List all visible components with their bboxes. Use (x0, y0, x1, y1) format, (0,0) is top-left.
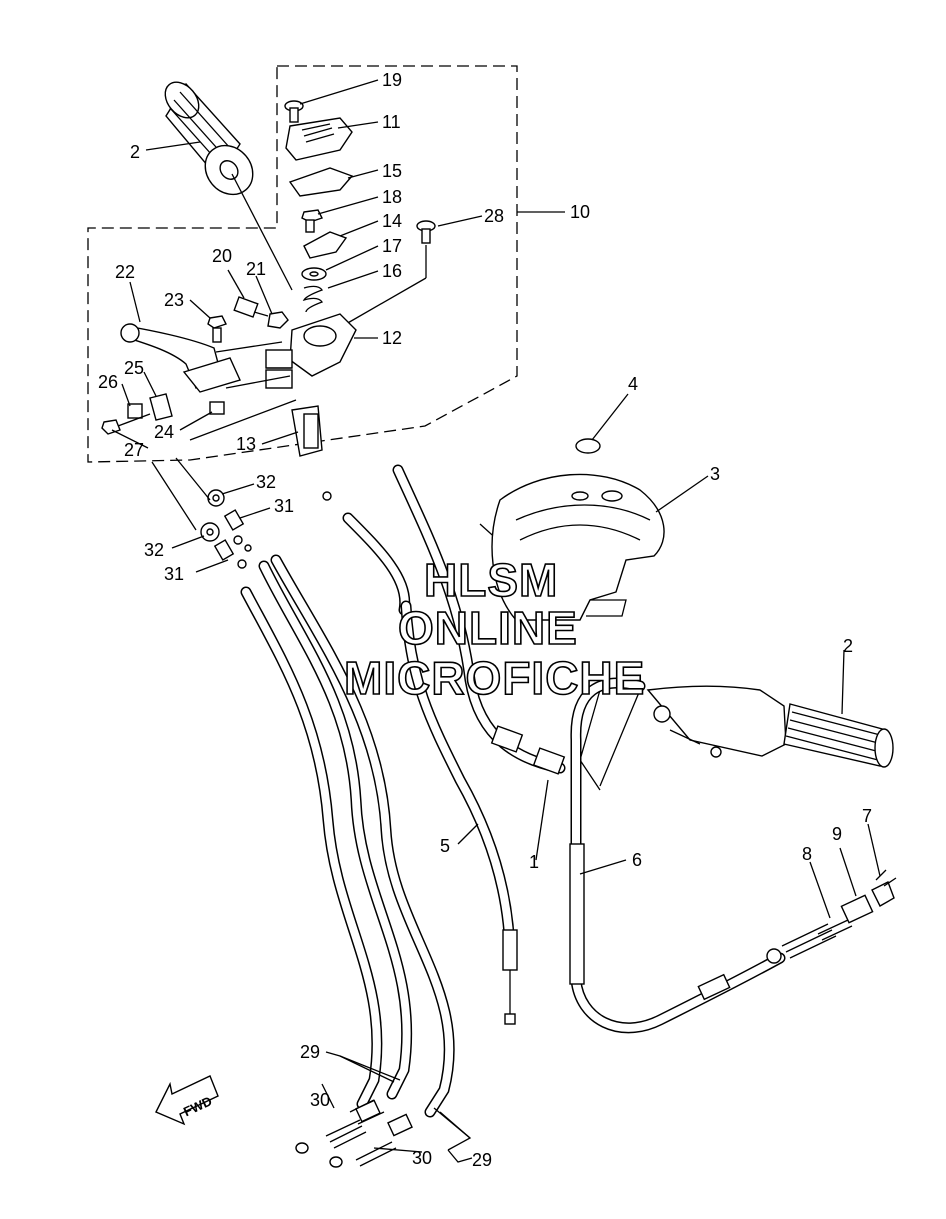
callout-2-left: 2 (130, 142, 140, 162)
watermark-line-3: MICROFICHE (344, 652, 645, 704)
fwd-arrow: FWD (155, 1075, 219, 1126)
leader-lines (111, 79, 881, 1163)
cable-pair (240, 554, 455, 1168)
callout-22: 22 (115, 262, 135, 282)
callout-14: 14 (382, 211, 402, 231)
callout-numbers: 1 2 2 3 4 5 6 7 8 9 10 11 12 13 14 15 16… (98, 70, 872, 1170)
callout-18: 18 (382, 187, 402, 207)
callout-29-lower: 29 (472, 1150, 492, 1170)
arrow-forward-icon (155, 1075, 219, 1126)
cable-6 (569, 677, 837, 1034)
callout-24: 24 (154, 422, 174, 442)
bolt-18 (301, 209, 323, 233)
callout-19: 19 (382, 70, 402, 90)
watermark-line-1: HLSM (424, 554, 558, 606)
callout-27: 27 (124, 440, 144, 460)
callout-15: 15 (382, 161, 402, 181)
callout-5: 5 (440, 836, 450, 856)
callout-11: 11 (382, 112, 401, 132)
callout-8: 8 (802, 844, 812, 864)
callout-25: 25 (124, 358, 144, 378)
callout-6: 6 (632, 850, 642, 870)
callout-13: 13 (236, 434, 256, 454)
callout-20: 20 (212, 246, 232, 266)
callout-30-upper: 30 (310, 1090, 330, 1110)
handlebar-cover (491, 438, 665, 621)
callout-31-lower: 31 (164, 564, 184, 584)
watermark: HLSM ONLINE MICROFICHE (343, 553, 645, 705)
callout-23: 23 (164, 290, 184, 310)
callout-32-upper: 32 (256, 472, 276, 492)
brake-lever-group (101, 296, 297, 441)
callout-28: 28 (484, 206, 504, 226)
callout-4: 4 (628, 374, 638, 394)
left-grip (164, 81, 293, 291)
callout-32-lower: 32 (144, 540, 164, 560)
callout-1: 1 (529, 852, 539, 872)
throttle-housing-parts (265, 100, 436, 457)
callout-10: 10 (570, 202, 590, 222)
callout-9: 9 (832, 824, 842, 844)
callout-30-lower: 30 (412, 1148, 432, 1168)
callout-2-right: 2 (843, 636, 853, 656)
cable-5 (322, 491, 518, 1025)
callout-31-upper: 31 (274, 496, 294, 516)
cable-end-parts (817, 869, 897, 941)
watermark-line-2: ONLINE (398, 602, 578, 654)
assembly-box-10 (87, 65, 565, 463)
callout-3: 3 (710, 464, 720, 484)
callout-12: 12 (382, 328, 402, 348)
callout-29-upper: 29 (300, 1042, 320, 1062)
cable-adjusters (151, 457, 252, 569)
callout-7: 7 (862, 806, 872, 826)
callout-21: 21 (246, 259, 266, 279)
screw-19 (284, 100, 304, 123)
callout-16: 16 (382, 261, 402, 281)
callout-17: 17 (382, 236, 402, 256)
callout-26: 26 (98, 372, 118, 392)
right-grip (646, 685, 894, 768)
